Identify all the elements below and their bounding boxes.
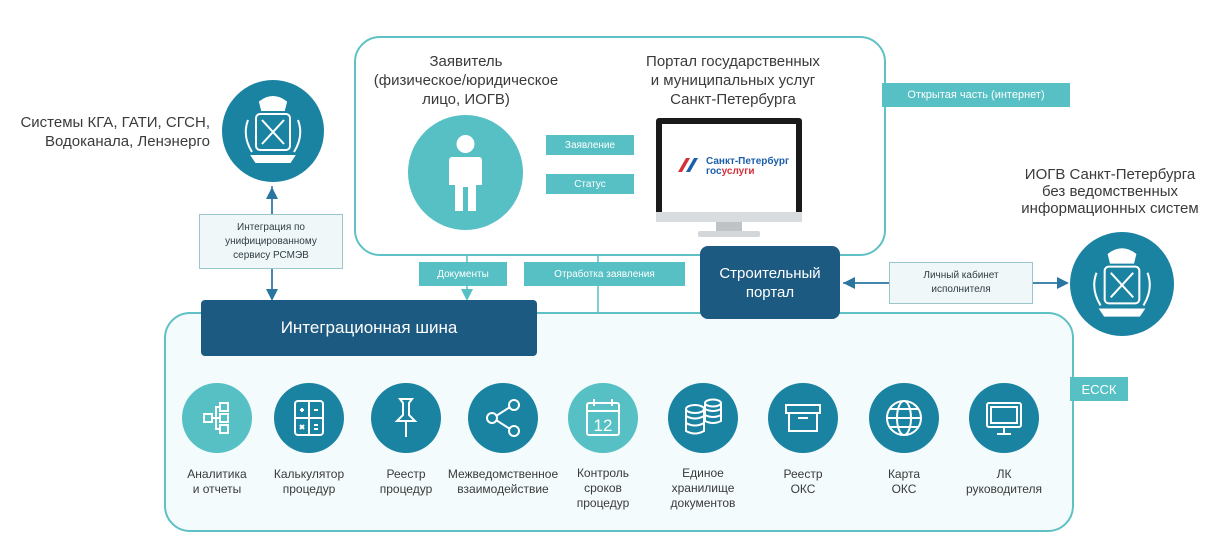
gosuslugi-logo-line2: госуслуги bbox=[706, 166, 755, 177]
open-part-label: Открытая часть (интернет) bbox=[882, 83, 1070, 107]
essk-label: ЕССК bbox=[1070, 377, 1128, 401]
feature-label: Карта ОКС bbox=[887, 467, 921, 496]
share-icon bbox=[468, 383, 538, 453]
integration-bus-box: Интеграционная шина bbox=[201, 300, 537, 356]
archive-box-icon bbox=[768, 383, 838, 453]
feature-label: ЛК руководителя bbox=[965, 467, 1043, 496]
feature-label: Реестр ОКС bbox=[783, 467, 823, 496]
calculator-icon bbox=[274, 383, 344, 453]
coat-of-arms-icon bbox=[244, 96, 302, 163]
feature-label: Межведомственное взаимодействие bbox=[447, 467, 559, 496]
applicant-circle bbox=[408, 115, 523, 230]
status-label: Статус bbox=[546, 174, 634, 194]
globe-icon bbox=[869, 383, 939, 453]
person-icon bbox=[449, 135, 482, 211]
database-icon bbox=[668, 383, 738, 453]
pin-icon bbox=[371, 383, 441, 453]
monitor-icon bbox=[969, 383, 1039, 453]
processing-label: Отработка заявления bbox=[524, 262, 685, 286]
gosuslugi-logo-icon bbox=[678, 158, 698, 172]
spb-emblem-right bbox=[1070, 232, 1174, 336]
portal-monitor: Санкт-Петербург госуслуги bbox=[656, 118, 802, 242]
statement-label: Заявление bbox=[546, 135, 634, 155]
left-org-title: Системы КГА, ГАТИ, СГСН, Водоканала, Лен… bbox=[20, 114, 210, 150]
feature-label: Аналитика и отчеты bbox=[187, 467, 247, 496]
gosuslugi-logo-uslugi: услуги bbox=[721, 166, 755, 177]
flowchart-icon bbox=[182, 383, 252, 453]
gosuslugi-logo-line1: Санкт-Петербург bbox=[706, 156, 790, 167]
construction-portal-box: Строительный портал bbox=[700, 246, 840, 319]
feature-label: Контроль сроков процедур bbox=[576, 466, 630, 510]
coat-of-arms-icon bbox=[1093, 248, 1151, 317]
feature-label: Реестр процедур bbox=[379, 467, 433, 496]
svg-text:12: 12 bbox=[594, 416, 613, 435]
documents-label: Документы bbox=[419, 262, 507, 286]
portal-title: Портал государственных и муниципальных у… bbox=[646, 53, 820, 108]
spb-emblem-left bbox=[222, 80, 324, 182]
calendar-icon: 12 bbox=[568, 383, 638, 453]
personal-cabinet-box: Личный кабинет исполнителя bbox=[889, 262, 1033, 304]
applicant-title: Заявитель (физическое/юридическое лицо, … bbox=[373, 53, 559, 108]
right-org-title: ИОГВ Санкт-Петербурга без ведомственных … bbox=[1021, 166, 1199, 217]
integration-service-box: Интеграция по унифицированному сервису Р… bbox=[199, 214, 343, 269]
feature-label: Калькулятор процедур bbox=[273, 467, 345, 496]
gosuslugi-logo-gos: гос bbox=[706, 166, 722, 177]
feature-label: Единое хранилище документов bbox=[670, 466, 736, 510]
